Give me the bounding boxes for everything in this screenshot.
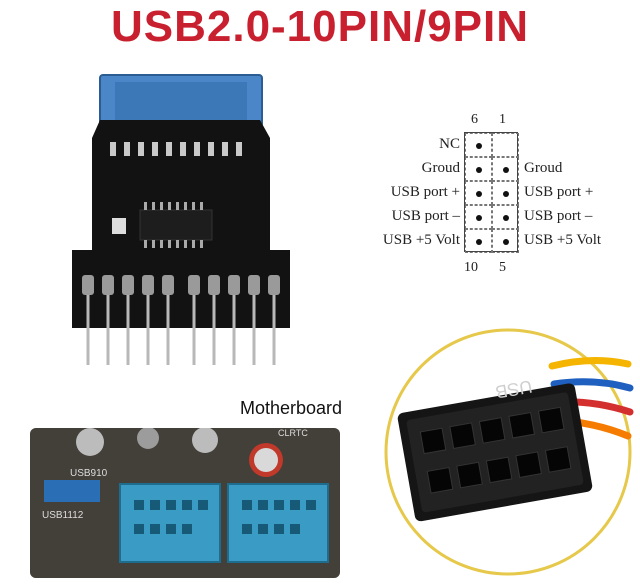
page-title: USB2.0-10PIN/9PIN [110, 2, 530, 51]
pin-label-right-4: USB port – [524, 208, 593, 224]
pin-label-left-2: Groud [421, 160, 460, 176]
pin-dot [476, 143, 482, 149]
pin-number-bottom-right: 5 [499, 260, 506, 275]
pin-dot [503, 215, 509, 221]
motherboard-image: USB910 USB1112 CLRTC [30, 428, 340, 578]
pin-dot [503, 191, 509, 197]
pin-cell-empty [492, 133, 519, 157]
pin-cell [465, 229, 492, 253]
jumper-marking: CLRTC [278, 428, 308, 438]
pin-number-top-right: 1 [499, 112, 506, 127]
header-marking-usb1112: USB1112 [42, 510, 84, 521]
pin-number-top-left: 6 [471, 112, 478, 127]
pin-cell [465, 157, 492, 181]
pin-dot [476, 191, 482, 197]
pin-label-left-4: USB port – [391, 208, 460, 224]
pin-cell [492, 157, 519, 181]
pin-dot [503, 239, 509, 245]
pin-number-bottom-left: 10 [464, 260, 478, 275]
pin-cell [492, 181, 519, 205]
pin-dot [476, 167, 482, 173]
pin-cell [492, 205, 519, 229]
pin-label-left-3: USB port + [390, 184, 460, 200]
motherboard-label: Motherboard [240, 398, 343, 418]
pin-label-right-5: USB +5 Volt [524, 232, 602, 248]
pin-grid [464, 132, 519, 253]
pin-label-right-3: USB port + [524, 184, 594, 200]
header-marking-usb910: USB910 [70, 468, 108, 479]
pin-cell [492, 229, 519, 253]
pin-label-right-2: Groud [524, 160, 563, 176]
pin-dot [476, 215, 482, 221]
pin-dot [503, 167, 509, 173]
pin-cell [465, 181, 492, 205]
pin-dot [476, 239, 482, 245]
pin-cell [465, 205, 492, 229]
pinout-diagram: 6 1 NC Groud USB port + USB port – USB +… [348, 108, 628, 283]
pin-label-left-1: NC [439, 136, 460, 152]
pin-label-left-5: USB +5 Volt [382, 232, 460, 248]
adapter-board-image [60, 70, 300, 370]
connector-closeup-image: USB [382, 326, 634, 578]
pin-cell [465, 133, 492, 157]
